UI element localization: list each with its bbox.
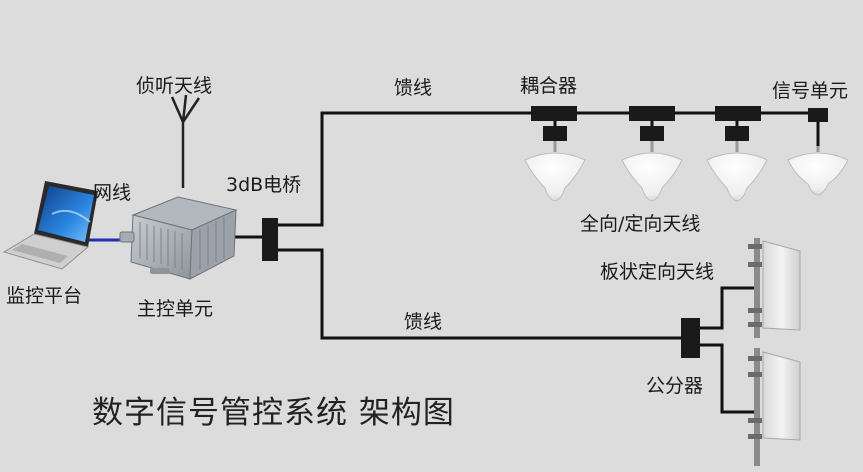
bridge-3db-label: 3dB电桥 bbox=[226, 174, 302, 196]
dome-antenna-3 bbox=[706, 141, 768, 202]
bridge-3db-icon bbox=[262, 218, 278, 261]
panel-antenna-upper-icon bbox=[748, 238, 801, 338]
panel-antenna-label: 板状定向天线 bbox=[600, 261, 715, 283]
feeder-top-label: 馈线 bbox=[394, 77, 433, 99]
coupler-1 bbox=[531, 106, 577, 121]
feeder-bottom-label: 馈线 bbox=[404, 311, 443, 333]
dome-antenna-1 bbox=[524, 141, 586, 202]
feeder-cable-bottom bbox=[278, 248, 681, 340]
cable-to-panel-lower bbox=[700, 343, 756, 414]
splitter-label: 公分器 bbox=[646, 375, 704, 397]
omni-antenna-label: 全向/定向天线 bbox=[580, 213, 701, 235]
main-control-unit-icon bbox=[119, 196, 238, 280]
coupler-label: 耦合器 bbox=[520, 75, 578, 97]
coupler-2 bbox=[629, 106, 675, 121]
listen-antenna-label: 侦听天线 bbox=[136, 75, 213, 97]
cable-to-panel-upper bbox=[700, 286, 756, 330]
network-cable-label: 网线 bbox=[93, 182, 132, 204]
laptop-icon bbox=[2, 181, 98, 270]
splitter-icon bbox=[681, 318, 700, 358]
listening-antenna-icon bbox=[170, 94, 201, 188]
dome-antenna-2 bbox=[621, 141, 683, 202]
signal-unit-box bbox=[808, 108, 828, 122]
main-unit-label: 主控单元 bbox=[137, 298, 214, 320]
coupler-tap-3 bbox=[725, 126, 749, 141]
coupler-tap-1 bbox=[543, 126, 567, 141]
signal-unit-label: 信号单元 bbox=[772, 80, 849, 102]
omni-antennas bbox=[524, 141, 849, 202]
couplers bbox=[531, 106, 828, 141]
panel-antenna-lower-icon bbox=[748, 348, 801, 466]
coupler-tap-2 bbox=[640, 126, 664, 141]
monitor-platform-label: 监控平台 bbox=[6, 285, 83, 307]
coupler-3 bbox=[715, 106, 761, 121]
dome-antenna-4 bbox=[787, 146, 849, 196]
diagram-title: 数字信号管控系统 架构图 bbox=[92, 395, 455, 431]
